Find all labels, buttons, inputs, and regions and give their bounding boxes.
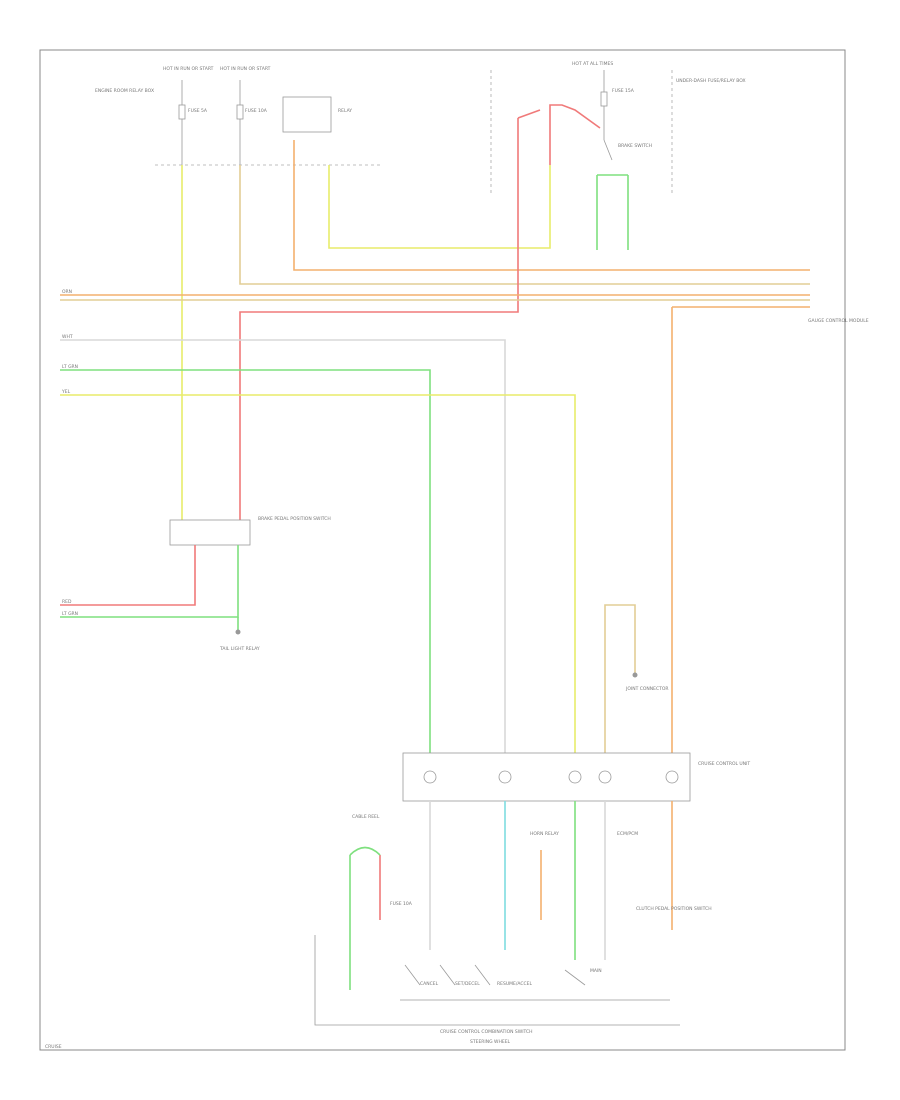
wire-label-yel: YEL <box>61 389 71 395</box>
label-relay: RELAY <box>338 108 352 114</box>
brake-pedal-switch-icon <box>169 519 251 546</box>
diagram-frame <box>39 49 846 1051</box>
wire-tan-1 <box>239 165 810 285</box>
wire-yellow-2 <box>60 394 576 765</box>
relay-icon <box>282 96 332 133</box>
wire-label-red: RED <box>62 599 72 605</box>
terminal-2-icon <box>498 770 512 784</box>
label-resume-accel: RESUME/ACCEL <box>497 981 532 987</box>
label-clutch-pedal-switch: CLUTCH PEDAL POSITION SWITCH <box>636 906 712 912</box>
wire-tan-joint <box>604 604 636 765</box>
label-ecm-pcm: ECM/PCM <box>617 831 638 837</box>
label-gauge-control: GAUGE CONTROL MODULE <box>808 318 869 324</box>
label-main: MAIN <box>590 968 602 974</box>
label-fuse-b: FUSE 10A <box>245 108 268 114</box>
switch-2-icon <box>439 964 456 986</box>
wire-cable-arc <box>349 846 381 856</box>
fuse-d-icon <box>600 91 608 107</box>
switch-icon <box>404 964 421 986</box>
label-horn-relay: HORN RELAY <box>530 831 559 837</box>
label-steering-wheel: STEERING WHEEL <box>470 1039 511 1045</box>
label-engine-room-relay: ENGINE ROOM RELAY BOX <box>95 88 154 94</box>
label-cancel: CANCEL <box>420 981 439 987</box>
label-fuse-c: FUSE 10A <box>390 901 413 907</box>
brake-switch-icon <box>603 139 613 161</box>
label-hot-at-all-times: HOT AT ALL TIMES <box>572 61 613 67</box>
wire-orange-right <box>671 306 810 765</box>
terminal-4-icon <box>598 770 612 784</box>
label-cruise-control-unit: CRUISE CONTROL UNIT <box>698 761 750 767</box>
wire-label-ltgrn: LT GRN <box>62 364 78 370</box>
wire-label-wht: WHT <box>62 334 73 340</box>
ground-icon <box>235 629 241 635</box>
label-fuse-d: FUSE 15A <box>612 88 635 94</box>
label-tail-light-relay: TAIL LIGHT RELAY <box>219 646 260 652</box>
wire-ltgreen <box>60 369 431 765</box>
connector-icon <box>632 672 638 678</box>
label-hot-run-start-2: HOT IN RUN OR START <box>220 66 271 72</box>
wire-green-brake <box>596 174 629 250</box>
wire-yellow-relay <box>328 165 551 249</box>
fuse-a-icon <box>178 104 186 120</box>
cruise-control-unit <box>402 752 691 802</box>
label-under-dash-fuse: UNDER-DASH FUSE/RELAY BOX <box>676 78 746 84</box>
switch-4-icon <box>564 969 586 986</box>
terminal-icon <box>423 770 437 784</box>
terminal-3-icon <box>568 770 582 784</box>
label-joint-connector: JOINT CONNECTOR <box>625 686 669 692</box>
steering-bracket <box>314 935 680 1026</box>
label-cable-reel: CABLE REEL <box>352 814 380 820</box>
fuse-b-icon <box>236 104 244 120</box>
label-brake-switch: BRAKE SWITCH <box>618 143 652 149</box>
footer-code: CRUISE <box>45 1044 62 1050</box>
terminal-5-icon <box>665 770 679 784</box>
wire-label-ltgrn2: LT GRN <box>62 611 78 617</box>
label-brake-pedal-switch: BRAKE PEDAL POSITION SWITCH <box>258 516 331 522</box>
label-set-decel: SET/DECEL <box>455 981 480 987</box>
wire-orange-relay <box>293 140 810 271</box>
label-hot-run-start-1: HOT IN RUN OR START <box>163 66 214 72</box>
label-fuse-a: FUSE 5A <box>188 108 208 114</box>
wire-red-loop <box>239 104 601 520</box>
wire-label-orn: ORN <box>62 289 72 295</box>
label-combination-switch: CRUISE CONTROL COMBINATION SWITCH <box>440 1029 533 1035</box>
wire-red-top <box>517 109 541 119</box>
switch-3-icon <box>474 964 491 986</box>
wire-white <box>60 339 506 765</box>
wire-green-lower <box>60 545 239 618</box>
wire-red-lower <box>60 545 196 606</box>
